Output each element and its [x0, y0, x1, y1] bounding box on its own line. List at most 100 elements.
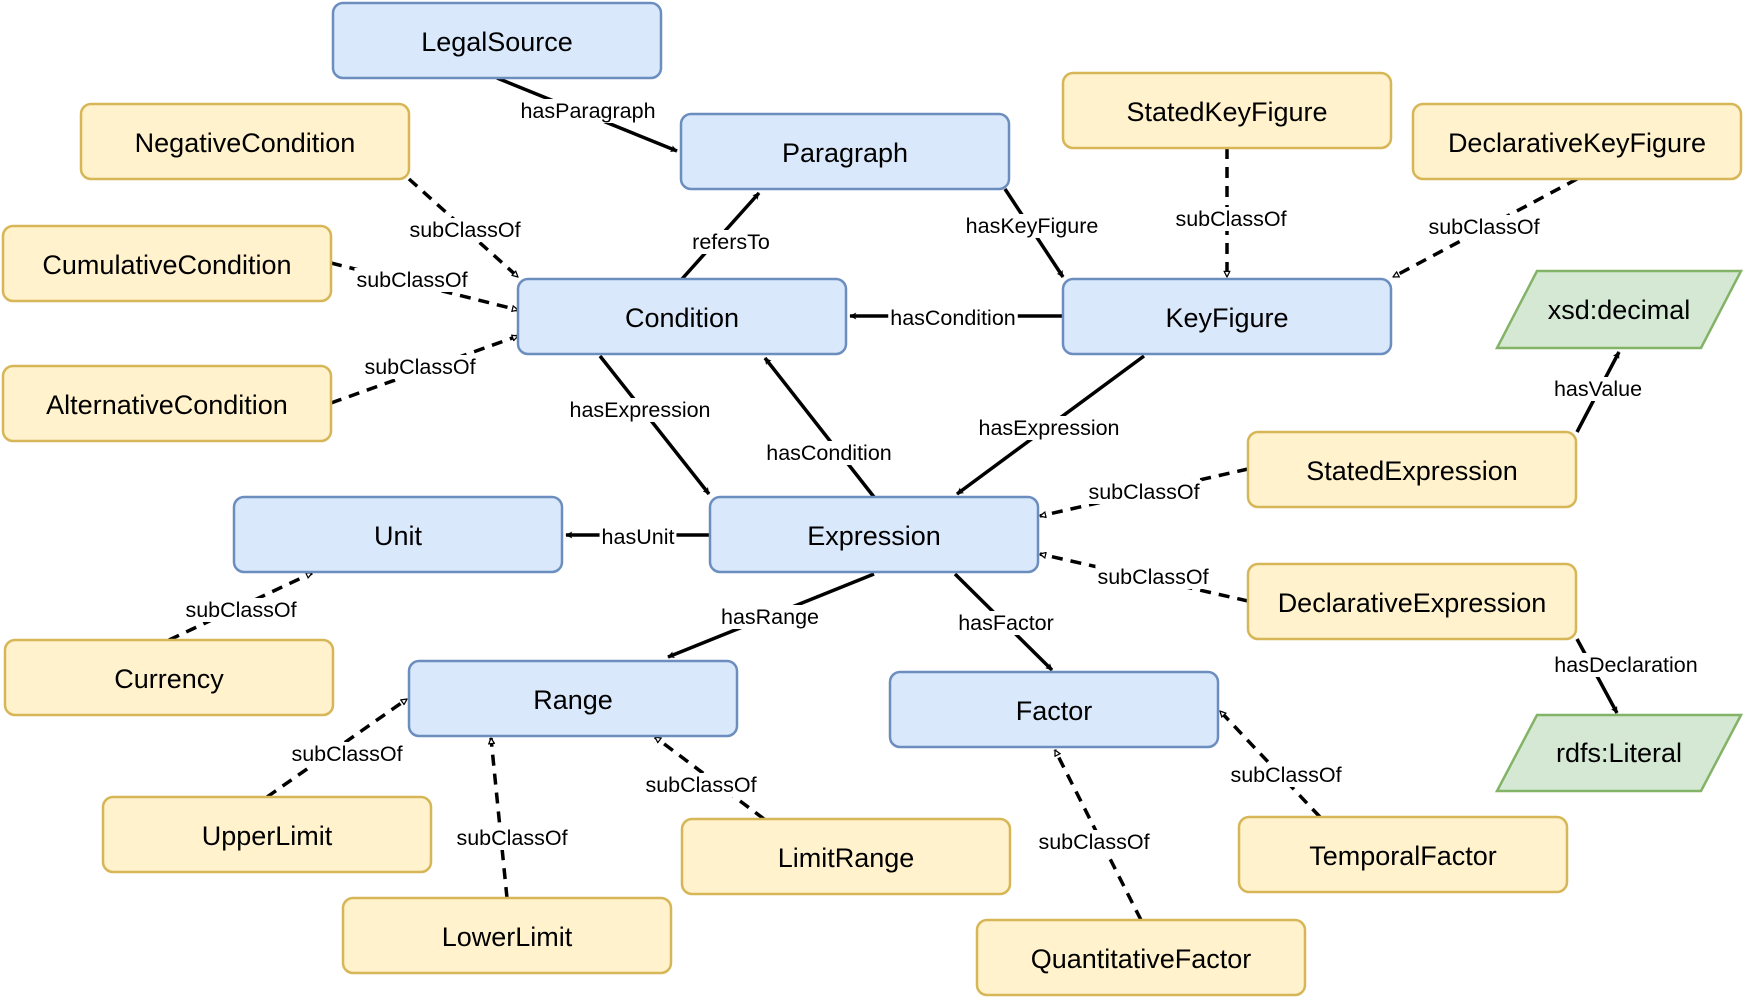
edge-label: hasValue — [1554, 377, 1642, 401]
node-declarativeexpression: DeclarativeExpression — [1246, 562, 1578, 641]
edge-label: hasUnit — [602, 525, 675, 549]
edge-label: hasCondition — [766, 441, 892, 465]
edge-label: subClassOf — [185, 598, 296, 622]
node-temporalfactor: TemporalFactor — [1237, 815, 1569, 894]
edge-label: subClassOf — [291, 742, 402, 766]
edge-line — [1040, 554, 1249, 603]
node-currency: Currency — [3, 638, 335, 717]
node-label: NegativeCondition — [135, 128, 356, 158]
edge-label: subClassOf — [356, 268, 467, 292]
edge-currency-unit: subClassOf — [168, 571, 312, 642]
edge-label: hasRange — [721, 605, 819, 629]
edge-cumulativecondition-condition: subClassOf — [330, 261, 518, 310]
edge-expression-range: hasRange — [667, 572, 875, 659]
edge-label: subClassOf — [645, 773, 756, 797]
edge-label: subClassOf — [1088, 480, 1199, 504]
node-legalsource: LegalSource — [331, 1, 663, 80]
edge-keyfigure-condition: hasCondition — [849, 306, 1063, 330]
node-lowerlimit: LowerLimit — [341, 896, 673, 975]
node-label: Factor — [1016, 696, 1093, 726]
edge-line — [655, 735, 766, 821]
node-label: StatedKeyFigure — [1126, 97, 1327, 127]
node-upperlimit: UpperLimit — [101, 795, 433, 874]
edge-alternativecondition-condition: subClassOf — [330, 334, 518, 405]
edge-label: hasExpression — [569, 398, 710, 422]
node-label: rdfs:Literal — [1556, 738, 1682, 768]
edge-lowerlimit-range: subClassOf — [454, 738, 570, 899]
node-label: LegalSource — [421, 27, 573, 57]
node-label: Condition — [625, 303, 739, 333]
node-label: Expression — [807, 521, 941, 551]
node-quantitativefactor: QuantitativeFactor — [975, 918, 1307, 997]
node-condition: Condition — [516, 277, 848, 356]
node-label: LowerLimit — [442, 922, 573, 952]
node-label: DeclarativeExpression — [1278, 588, 1547, 618]
node-label: xsd:decimal — [1548, 295, 1691, 325]
node-statedexpression: StatedExpression — [1246, 430, 1578, 509]
edge-label: subClassOf — [409, 218, 520, 242]
edge-declarativekeyfigure-keyfigure: subClassOf — [1393, 177, 1578, 279]
node-factor: Factor — [888, 670, 1220, 749]
edge-keyfigure-expression: hasExpression — [955, 354, 1146, 496]
edge-label: hasFactor — [958, 611, 1054, 635]
node-limitrange: LimitRange — [680, 817, 1012, 896]
edge-label: hasParagraph — [520, 99, 655, 123]
edge-label: subClassOf — [1038, 830, 1149, 854]
edge-temporalfactor-factor: subClassOf — [1218, 709, 1344, 819]
node-unit: Unit — [232, 495, 564, 574]
edge-label: subClassOf — [1097, 565, 1208, 589]
edge-condition-expression: hasExpression — [567, 354, 713, 496]
edge-label: hasCondition — [890, 306, 1016, 330]
edge-label: refersTo — [692, 230, 770, 254]
edge-legalsource-paragraph: hasParagraph — [496, 76, 678, 153]
node-declarativekeyfigure: DeclarativeKeyFigure — [1411, 102, 1743, 181]
node-label: Unit — [374, 521, 423, 551]
node-label: QuantitativeFactor — [1031, 944, 1252, 974]
edge-limitrange-range: subClassOf — [643, 735, 766, 821]
edge-declarativeexpression-rdfsliteral: hasDeclaration — [1552, 638, 1700, 714]
node-label: AlternativeCondition — [46, 390, 288, 420]
edge-label: subClassOf — [456, 826, 567, 850]
edge-negativecondition-condition: subClassOf — [407, 177, 523, 279]
node-cumulativecondition: CumulativeCondition — [1, 224, 333, 303]
node-label: Currency — [114, 664, 224, 694]
edge-label: subClassOf — [1230, 763, 1341, 787]
edge-quantitativefactor-factor: subClassOf — [1036, 750, 1152, 921]
edge-label: hasDeclaration — [1554, 653, 1697, 677]
edge-label: subClassOf — [1428, 215, 1539, 239]
edge-line — [407, 177, 520, 279]
edge-condition-paragraph: refersTo — [680, 191, 772, 281]
edge-line — [598, 354, 711, 496]
node-label: LimitRange — [778, 843, 915, 873]
node-alternativecondition: AlternativeCondition — [1, 364, 333, 443]
node-label: StatedExpression — [1306, 456, 1518, 486]
edge-label: subClassOf — [1175, 207, 1286, 231]
node-keyfigure: KeyFigure — [1061, 277, 1393, 356]
edge-expression-unit: hasUnit — [565, 525, 710, 549]
edge-line — [1218, 709, 1322, 819]
edge-statedexpression-xsddecimal: hasValue — [1551, 351, 1645, 433]
edge-label: hasKeyFigure — [966, 214, 1099, 238]
node-label: DeclarativeKeyFigure — [1448, 128, 1706, 158]
node-range: Range — [407, 659, 739, 738]
edge-label: hasExpression — [978, 416, 1119, 440]
edge-statedexpression-expression: subClassOf — [1040, 467, 1249, 516]
edge-line — [763, 356, 876, 499]
node-negativecondition: NegativeCondition — [79, 102, 411, 181]
node-label: Paragraph — [782, 138, 908, 168]
node-expression: Expression — [708, 495, 1040, 574]
node-xsddecimal: xsd:decimal — [1494, 269, 1744, 350]
edge-declarativeexpression-expression: subClassOf — [1040, 554, 1249, 603]
edge-expression-condition: hasCondition — [763, 356, 894, 499]
node-label: CumulativeCondition — [42, 250, 291, 280]
edge-line — [491, 738, 509, 899]
node-label: Range — [533, 685, 613, 715]
edge-upperlimit-range: subClassOf — [265, 697, 407, 799]
node-label: KeyFigure — [1165, 303, 1288, 333]
edge-statedkeyfigure-keyfigure: subClassOf — [1173, 148, 1289, 277]
node-rdfsliteral: rdfs:Literal — [1494, 713, 1744, 793]
node-statedkeyfigure: StatedKeyFigure — [1061, 71, 1393, 150]
node-label: TemporalFactor — [1309, 841, 1497, 871]
node-paragraph: Paragraph — [679, 112, 1011, 191]
